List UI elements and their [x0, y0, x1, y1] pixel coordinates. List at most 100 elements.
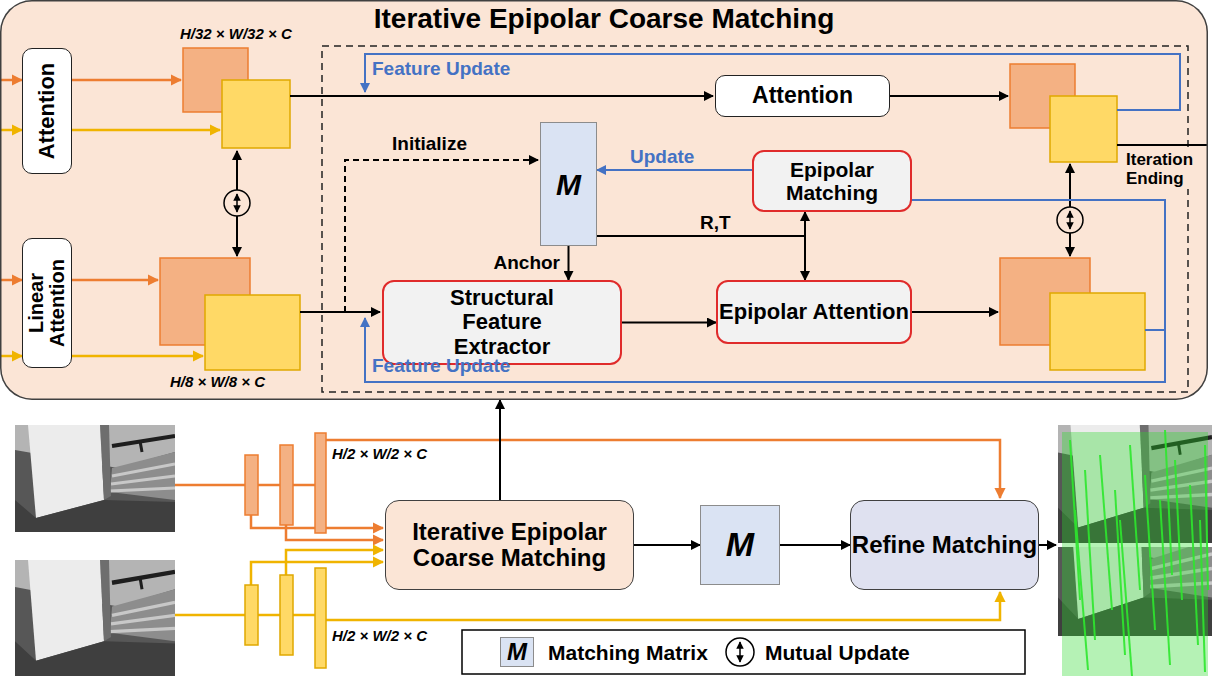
legend-symbol-letter: M	[507, 639, 527, 665]
box-label: Iterative Epipolar Coarse Matching	[386, 519, 633, 572]
module-box: Epipolar Attention	[716, 280, 912, 344]
feature-flow-arrow	[0, 129, 22, 132]
panel-background	[1, 1, 1208, 400]
feature-map	[222, 80, 290, 148]
data-flow-line	[290, 54, 1207, 382]
feature-map	[1050, 96, 1117, 162]
box-label: Epipolar Attention	[719, 300, 909, 324]
match-result-image	[1145, 475, 1155, 630]
box-label: Linear Attention	[26, 243, 68, 363]
box-label: Epipolar Matching	[754, 158, 910, 204]
match-result-image	[1058, 425, 1212, 676]
matrix-box: M	[540, 122, 597, 246]
feature-pyramid	[286, 550, 383, 575]
feature-pyramid	[258, 614, 280, 617]
legend-frame	[462, 630, 1025, 674]
annotation: H/2 × W/2 × C	[332, 628, 427, 645]
module-box: Refine Matching	[850, 500, 1039, 590]
feature-pyramid	[293, 484, 315, 487]
data-flow-line	[290, 95, 713, 97]
match-result-image	[1160, 500, 1170, 665]
feature-pyramid	[326, 440, 1000, 498]
match-result-image	[1120, 520, 1132, 676]
feature-flow-arrow	[0, 79, 22, 82]
legend-mutual-symbol	[739, 642, 741, 662]
annotation: Initialize	[392, 134, 467, 155]
feature-pyramid	[315, 568, 326, 668]
legend-mutual-symbol	[726, 638, 754, 666]
mutual-update-symbol	[236, 194, 238, 212]
annotation: H/2 × W/2 × C	[332, 446, 427, 463]
iteration-region	[322, 46, 1188, 392]
data-flow-line	[902, 200, 1165, 330]
data-flow-line	[890, 95, 1008, 97]
annotation: Iteration Ending	[1124, 150, 1206, 189]
feature-map	[1050, 293, 1145, 370]
match-result-image	[1075, 510, 1088, 670]
input-image	[15, 560, 175, 676]
iteration-region	[322, 46, 1188, 392]
feature-map	[160, 48, 1145, 370]
input-image	[15, 425, 175, 532]
edge-label: R,T	[700, 213, 731, 234]
matrix-box: M	[700, 505, 780, 585]
attention-block: Attention	[715, 75, 890, 117]
feature-flow-arrow	[72, 129, 220, 132]
connector	[634, 544, 700, 546]
mutual-update-symbol	[1069, 211, 1071, 229]
input-image	[15, 425, 175, 676]
annotation: Feature Update	[372, 356, 510, 377]
feature-pyramid	[315, 433, 326, 533]
data-flow-line	[1117, 144, 1207, 146]
feature-flow-arrow	[0, 355, 22, 358]
feature-pyramid	[175, 614, 245, 617]
feature-pyramid	[326, 592, 1000, 620]
connector	[499, 400, 501, 500]
match-result-image	[1175, 460, 1182, 600]
match-result-image	[1100, 455, 1112, 610]
feature-pyramid	[286, 525, 383, 540]
edge-label: Update	[630, 147, 694, 168]
feature-flow-arrow	[72, 279, 158, 282]
connector	[597, 169, 752, 171]
match-result-image	[1200, 520, 1205, 672]
match-result-image	[1062, 432, 1208, 676]
panel-background	[1, 1, 1208, 400]
feature-pyramid	[293, 614, 315, 617]
match-result-image	[1205, 445, 1208, 590]
match-result-image	[1085, 470, 1095, 640]
attention-block: Attention	[22, 48, 72, 174]
annotation: H/8 × W/8 × C	[170, 374, 265, 391]
legend-mutual-symbol	[726, 638, 754, 666]
connector	[597, 212, 805, 236]
legend-swatch: M	[500, 637, 534, 667]
data-flow-line	[300, 311, 380, 313]
legend-label: Mutual Update	[765, 641, 910, 664]
feature-flow-arrow	[72, 355, 203, 358]
match-result-image	[1165, 430, 1172, 575]
feature-pyramid	[280, 575, 293, 655]
module-box: Structural Feature Extractor	[382, 280, 622, 365]
box-label: Attention	[35, 53, 58, 169]
input-image	[15, 560, 175, 676]
connector	[597, 236, 805, 280]
data-flow-line	[900, 311, 998, 313]
feature-flow-arrow	[72, 79, 181, 82]
feature-pyramid	[245, 455, 258, 515]
legend-label: Matching Matrix	[548, 641, 708, 664]
box-label: Structural Feature Extractor	[411, 286, 593, 359]
annotation: H/32 × W/32 × C	[180, 26, 292, 43]
mutual-update-symbol	[236, 151, 238, 190]
module-box: Iterative Epipolar Coarse Matching	[385, 500, 634, 590]
connector	[780, 544, 850, 546]
feature-pyramid	[258, 484, 280, 487]
feature-pyramid	[175, 484, 245, 487]
legend-frame	[462, 630, 1025, 674]
attention-block: Linear Attention	[22, 238, 72, 368]
feature-flow-arrow	[0, 279, 22, 282]
mutual-update-symbol	[236, 216, 238, 256]
group-panel: AttentionLinear Attention M AttentionEpipo…	[0, 0, 1208, 400]
box-label: Refine Matching	[852, 532, 1037, 558]
input-image	[15, 425, 175, 532]
box-label: Attention	[752, 83, 853, 108]
